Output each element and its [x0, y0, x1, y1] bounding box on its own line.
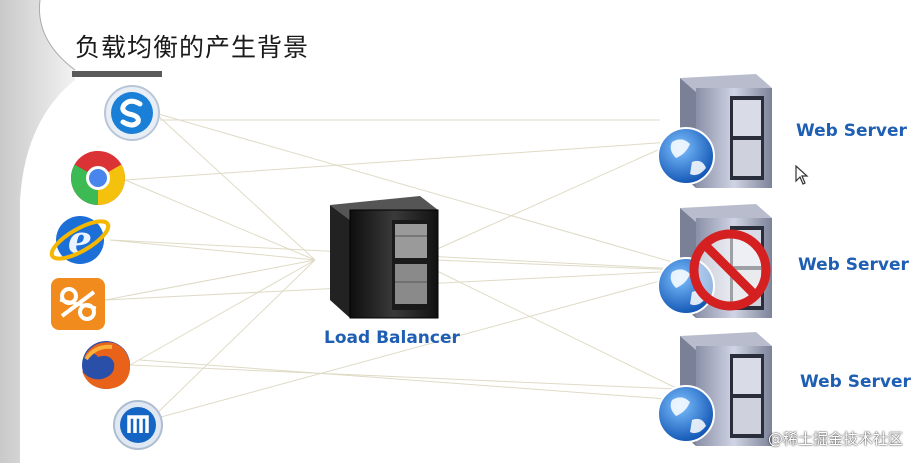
web-server-1-icon: [657, 74, 772, 188]
web-server-3-label: Web Server: [800, 372, 911, 392]
slide-title: 负载均衡的产生背景: [75, 33, 310, 62]
internet-explorer-icon: e: [49, 216, 111, 264]
mouse-cursor-icon: [795, 165, 809, 185]
qq-browser-icon: [51, 278, 105, 330]
slide-corner-decoration: [0, 0, 76, 463]
load-balancer-server-icon: [330, 196, 439, 319]
web-server-3-icon: [657, 332, 772, 446]
sogou-browser-icon: [104, 85, 160, 141]
web-server-1-label: Web Server: [796, 121, 907, 141]
chrome-icon: [70, 151, 126, 205]
web-server-2-label: Web Server: [798, 255, 909, 275]
title-underline: [72, 71, 162, 77]
firefox-icon: [82, 341, 130, 389]
connection-lines: [104, 112, 701, 421]
server-down-prohibited-icon: [689, 229, 771, 311]
watermark: @稀土掘金技术社区: [767, 430, 903, 448]
load-balancer-label: Load Balancer: [324, 328, 460, 348]
maxthon-icon: [113, 400, 163, 450]
